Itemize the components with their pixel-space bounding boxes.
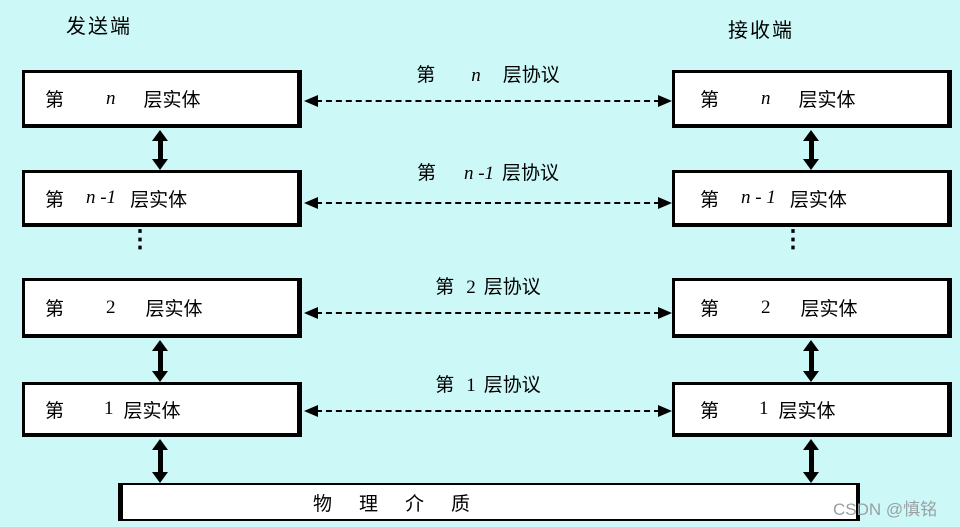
entity-suffix: 层实体 [130,189,188,211]
entity-prefix: 第 [700,189,720,211]
dashed-line [316,312,660,314]
entity-variable: n - 1 [741,187,776,208]
arrowhead-right-icon [658,307,672,319]
arrowhead-right-icon [658,197,672,209]
dashed-line [316,410,660,412]
entity-prefix: 第 [700,299,720,320]
entity-suffix: 层实体 [123,400,181,422]
arrow-shaft [157,351,163,371]
arrow-shaft [157,141,163,159]
protocol-arrow-layer-1 [304,405,672,417]
dashed-line [316,202,660,204]
dashed-line [316,100,660,102]
ellipsis-receiver: ⋮ [781,227,805,253]
protocol-label-layer-n-1: 第 n -1 层协议 [305,158,671,185]
arrowhead-left-icon [304,307,318,319]
watermark: CSDN @慎铭 [833,500,938,519]
entity-box-sender-layer-1: 第 1 层实体 [22,382,302,437]
interface-arrow-sender-2-1 [152,340,168,382]
entity-prefix: 第 [700,90,720,111]
arrowhead-right-icon [658,95,672,107]
entity-prefix: 第 [45,189,65,211]
arrow-shaft [157,450,163,472]
entity-suffix: 层实体 [789,189,847,211]
entity-box-sender-layer-n: 第 n 层实体 [22,70,302,128]
arrowhead-down-icon [152,472,168,483]
arrowhead-down-icon [803,371,819,382]
entity-box-receiver-layer-1: 第 1 层实体 [672,382,952,437]
protocol-variable: 2 [466,277,476,298]
entity-box-receiver-layer-2: 第 2 层实体 [672,278,952,338]
entity-box-sender-layer-2: 第 2 层实体 [22,278,302,338]
protocol-prefix: 第 [435,277,455,298]
arrowhead-up-icon [152,340,168,351]
arrowhead-up-icon [803,340,819,351]
interface-arrow-sender-1-medium [152,439,168,483]
entity-prefix: 第 [700,400,720,422]
arrowhead-down-icon [803,472,819,483]
arrowhead-down-icon [803,159,819,170]
entity-variable: n -1 [86,187,117,208]
entity-box-receiver-layer-n: 第 n 层实体 [672,70,952,128]
receiver-title: 接收端 [728,20,794,42]
arrow-shaft [808,141,814,159]
protocol-label-layer-n: 第 n 层协议 [305,60,671,87]
arrowhead-down-icon [152,371,168,382]
protocol-arrow-layer-2 [304,307,672,319]
entity-variable: 1 [104,398,114,419]
protocol-arrow-layer-n [304,95,672,107]
sender-title: 发送端 [66,16,132,38]
arrowhead-up-icon [152,439,168,450]
entity-box-receiver-layer-n-1: 第 n - 1 层实体 [672,170,952,227]
protocol-variable: n -1 [463,163,495,184]
entity-variable: 2 [761,296,771,318]
entity-prefix: 第 [45,299,65,320]
arrowhead-left-icon [304,95,318,107]
ellipsis-sender: ⋮ [128,227,152,253]
entity-suffix: 层实体 [800,299,858,320]
entity-suffix: 层实体 [778,400,836,422]
entity-prefix: 第 [45,400,65,422]
interface-arrow-receiver-n-n1 [803,130,819,170]
interface-arrow-sender-n-n1 [152,130,168,170]
protocol-variable: 1 [466,375,476,396]
protocol-prefix: 第 [416,163,436,184]
entity-suffix: 层实体 [143,90,201,111]
protocol-prefix: 第 [435,375,455,396]
protocol-suffix: 层协议 [483,277,541,298]
entity-variable: 2 [106,296,116,318]
entity-box-sender-layer-n-1: 第 n -1 层实体 [22,170,302,227]
arrowhead-down-icon [152,159,168,170]
entity-variable: n [106,87,116,109]
entity-variable: n [761,87,771,109]
entity-prefix: 第 [45,90,65,111]
arrow-shaft [808,351,814,371]
physical-medium-label: 物理介质 [313,493,498,515]
arrowhead-left-icon [304,405,318,417]
protocol-variable: n [471,65,481,86]
entity-suffix: 层实体 [798,90,856,111]
protocol-suffix: 层协议 [483,375,541,396]
physical-medium-box: 物理介质 [118,483,860,521]
protocol-suffix: 层协议 [502,65,560,86]
arrowhead-left-icon [304,197,318,209]
entity-variable: 1 [759,398,769,419]
interface-arrow-receiver-2-1 [803,340,819,382]
arrowhead-right-icon [658,405,672,417]
arrow-shaft [808,450,814,472]
interface-arrow-receiver-1-medium [803,439,819,483]
protocol-suffix: 层协议 [502,163,560,184]
arrowhead-up-icon [152,130,168,141]
protocol-prefix: 第 [416,65,436,86]
arrowhead-up-icon [803,439,819,450]
protocol-arrow-layer-n-1 [304,197,672,209]
arrowhead-up-icon [803,130,819,141]
entity-suffix: 层实体 [145,299,203,320]
